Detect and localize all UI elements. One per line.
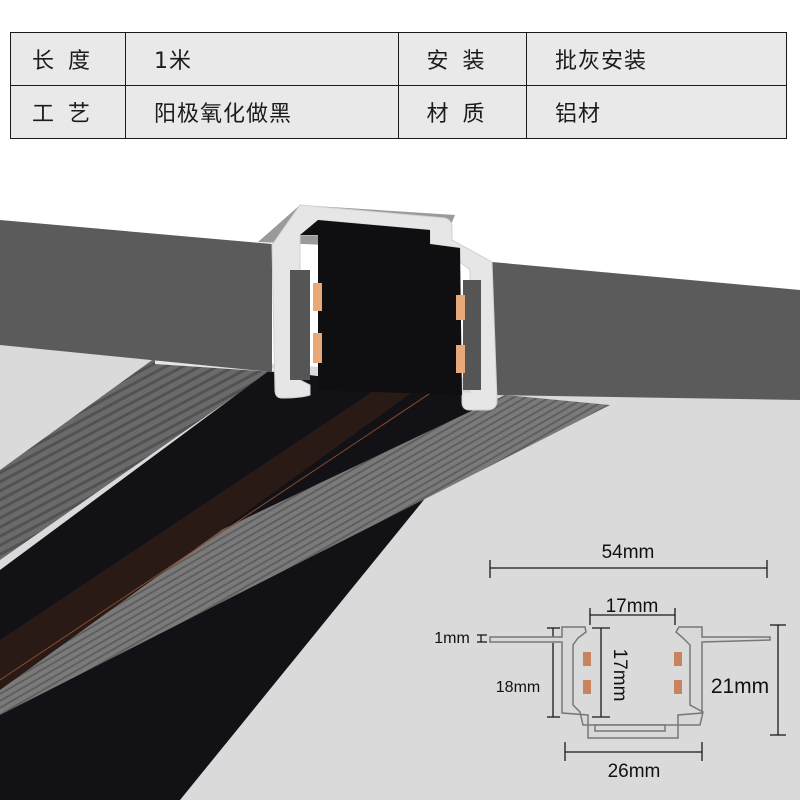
diagram-contact bbox=[583, 652, 591, 666]
dim-inner-depth: 17mm bbox=[609, 649, 630, 702]
product-render: 54mm 17mm 1mm 18mm 17mm 21mm 26mm bbox=[0, 204, 800, 800]
spec-value-material: 铝材 bbox=[526, 85, 787, 139]
spec-label-install: 安装 bbox=[398, 32, 527, 86]
profile-left-rail bbox=[290, 270, 310, 380]
dim-total-height: 21mm bbox=[711, 675, 769, 698]
copper-line bbox=[0, 379, 451, 681]
dim-opening-width: 17mm bbox=[606, 596, 659, 617]
dimension-diagram bbox=[477, 560, 786, 761]
spec-row: 长度 1米 安装 批灰安装 bbox=[10, 32, 787, 86]
profile-right-rail bbox=[463, 280, 481, 390]
contact-strip bbox=[313, 333, 322, 363]
diagram-contact bbox=[674, 680, 682, 694]
dim-side-height: 18mm bbox=[496, 679, 540, 696]
dim-bottom-width: 26mm bbox=[608, 761, 661, 782]
spec-table: 长度 1米 安装 批灰安装 工艺 阳极氧化做黑 材质 铝材 bbox=[10, 32, 787, 139]
ceiling-plane bbox=[0, 220, 272, 372]
dim-flange-thickness: 1mm bbox=[434, 630, 470, 647]
contact-strip bbox=[456, 295, 465, 320]
contact-strip bbox=[313, 283, 322, 311]
diagram-contact bbox=[583, 680, 591, 694]
spec-label-length: 长度 bbox=[10, 32, 126, 86]
diagram-contact bbox=[674, 652, 682, 666]
track-right-fin bbox=[0, 395, 610, 715]
contact-strip bbox=[456, 345, 465, 373]
profile-outline-drawing bbox=[489, 626, 771, 739]
spec-label-material: 材质 bbox=[398, 85, 527, 139]
spec-row: 工艺 阳极氧化做黑 材质 铝材 bbox=[10, 85, 787, 139]
spec-value-install: 批灰安装 bbox=[526, 32, 787, 86]
profile-inner-cavity bbox=[300, 220, 462, 395]
track-left-fin bbox=[0, 358, 275, 560]
ceiling-plane-right bbox=[492, 262, 800, 400]
dim-overall-width: 54mm bbox=[602, 542, 655, 563]
spec-value-process: 阳极氧化做黑 bbox=[125, 85, 399, 139]
track-copper-strip bbox=[0, 360, 450, 690]
spec-label-process: 工艺 bbox=[10, 85, 126, 139]
spec-value-length: 1米 bbox=[125, 32, 399, 86]
